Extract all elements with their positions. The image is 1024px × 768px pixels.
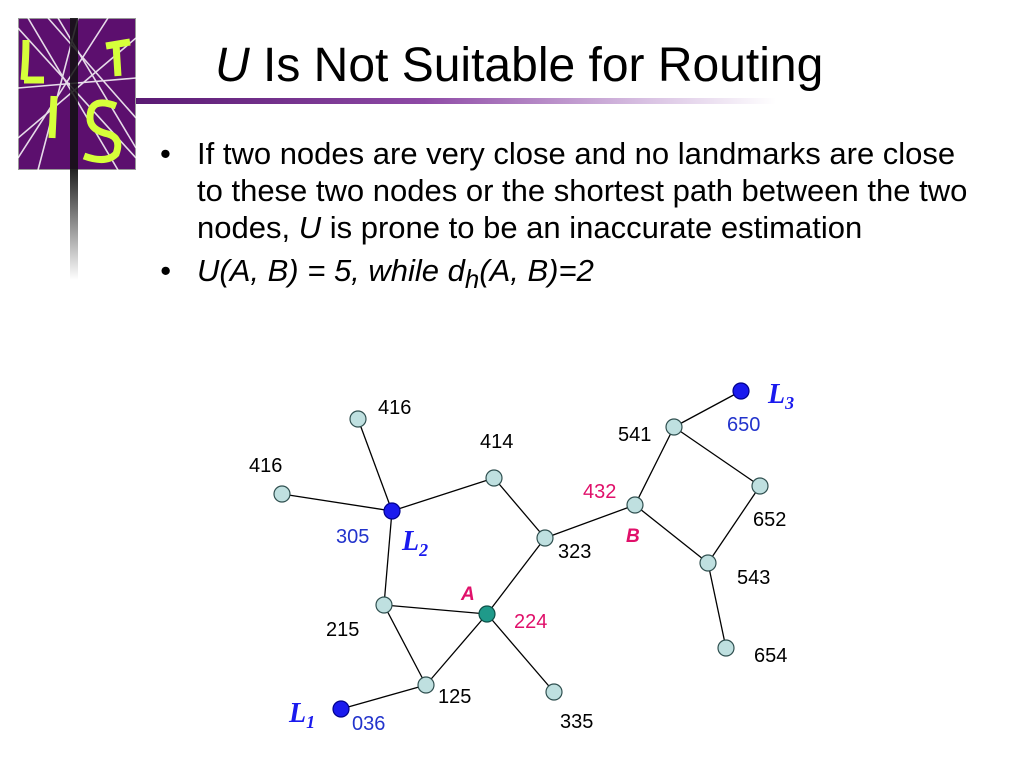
logo-divider bbox=[70, 170, 78, 280]
node-416-top bbox=[349, 410, 367, 428]
node-654 bbox=[717, 639, 735, 657]
node-125 bbox=[417, 676, 435, 694]
node-labels: 416 416 414 305 323 215 224 125 036 335 … bbox=[249, 397, 787, 735]
edge-432-541 bbox=[634, 426, 675, 506]
edge-215-125 bbox=[383, 604, 427, 686]
lis-logo bbox=[17, 17, 137, 171]
label-654: 654 bbox=[754, 645, 787, 667]
landmark-l2: L2 bbox=[401, 526, 428, 560]
slide-title: U Is Not Suitable for Routing bbox=[215, 38, 823, 94]
bullet-2-text-b: (A, B)=2 bbox=[479, 253, 594, 288]
node-414 bbox=[485, 469, 503, 487]
bullet-list: If two nodes are very close and no landm… bbox=[160, 135, 980, 305]
node-650-landmark-l3 bbox=[732, 382, 750, 400]
landmark-l3: L3 bbox=[767, 379, 794, 413]
label-305: 305 bbox=[336, 526, 369, 548]
node-541 bbox=[665, 418, 683, 436]
landmark-l1-letter: L bbox=[288, 698, 306, 729]
bullet-1-variable: U bbox=[298, 210, 322, 245]
node-224-a bbox=[478, 605, 496, 623]
node-markers: A B L1 L2 L3 bbox=[288, 379, 794, 732]
edge-416left-305 bbox=[281, 493, 393, 512]
title-variable: U bbox=[215, 39, 250, 92]
bullet-1-text-a: If two nodes are very close and no landm… bbox=[197, 136, 968, 245]
label-335: 335 bbox=[560, 711, 593, 733]
node-652 bbox=[751, 477, 769, 495]
edge-305-414 bbox=[391, 477, 495, 512]
edge-416top-305 bbox=[357, 418, 393, 512]
edge-432-543 bbox=[634, 504, 709, 564]
graph-nodes bbox=[273, 382, 769, 718]
title-underline bbox=[136, 98, 776, 104]
landmark-l2-letter: L bbox=[401, 526, 419, 557]
edge-215-224 bbox=[383, 604, 488, 615]
landmark-l2-sub: 2 bbox=[418, 540, 428, 560]
node-432-b bbox=[626, 496, 644, 514]
landmark-l3-letter: L bbox=[767, 379, 785, 410]
label-652: 652 bbox=[753, 509, 786, 531]
bullet-2-text-a: U(A, B) = 5, while d bbox=[197, 253, 465, 288]
logo-graphic bbox=[17, 17, 137, 171]
landmark-l3-sub: 3 bbox=[784, 393, 794, 413]
label-036: 036 bbox=[352, 713, 385, 735]
node-305-landmark-l2 bbox=[383, 502, 401, 520]
bullet-item-1: If two nodes are very close and no landm… bbox=[160, 135, 980, 246]
edge-541-650 bbox=[673, 390, 742, 428]
marker-a: A bbox=[460, 584, 475, 605]
node-416-left bbox=[273, 485, 291, 503]
edge-543-654 bbox=[707, 562, 727, 649]
label-323: 323 bbox=[558, 541, 591, 563]
edge-323-432 bbox=[544, 504, 636, 539]
label-432: 432 bbox=[583, 481, 616, 503]
edge-224-335 bbox=[486, 613, 555, 693]
marker-b: B bbox=[626, 526, 640, 547]
node-036-landmark-l1 bbox=[332, 700, 350, 718]
edge-305-215 bbox=[383, 510, 393, 606]
title-text: Is Not Suitable for Routing bbox=[249, 39, 824, 92]
label-224: 224 bbox=[514, 611, 547, 633]
bullet-1-text-b: is prone to be an inaccurate estimation bbox=[321, 210, 863, 245]
label-541: 541 bbox=[618, 424, 651, 446]
edge-652-543 bbox=[707, 485, 761, 564]
edge-414-323 bbox=[493, 477, 546, 539]
label-416-top: 416 bbox=[378, 397, 411, 419]
label-215: 215 bbox=[326, 619, 359, 641]
edge-125-036 bbox=[340, 684, 427, 710]
label-416-left: 416 bbox=[249, 455, 282, 477]
edge-224-323 bbox=[486, 537, 546, 615]
node-335 bbox=[545, 683, 563, 701]
bullet-2-subscript: h bbox=[464, 266, 480, 295]
node-543 bbox=[699, 554, 717, 572]
edge-541-652 bbox=[673, 426, 761, 487]
graph-edges bbox=[281, 390, 761, 710]
node-215 bbox=[375, 596, 393, 614]
label-125: 125 bbox=[438, 686, 471, 708]
landmark-l1: L1 bbox=[288, 698, 315, 732]
label-414: 414 bbox=[480, 431, 513, 453]
bullet-item-2: U(A, B) = 5, while dh(A, B)=2 bbox=[160, 252, 980, 299]
label-650: 650 bbox=[727, 414, 760, 436]
edge-224-125 bbox=[425, 613, 488, 686]
landmark-l1-sub: 1 bbox=[306, 712, 315, 732]
node-323 bbox=[536, 529, 554, 547]
label-543: 543 bbox=[737, 567, 770, 589]
